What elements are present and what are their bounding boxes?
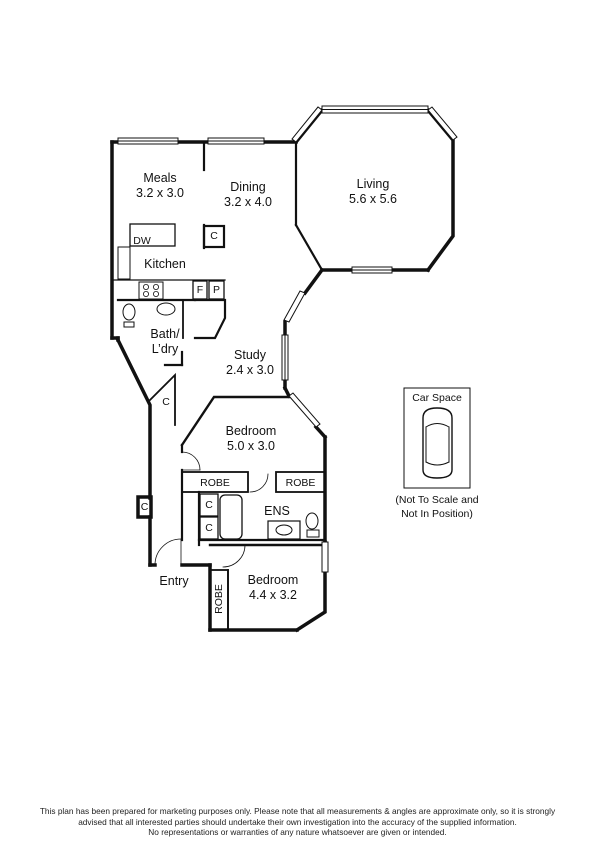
dw-label: DW — [133, 235, 151, 247]
living-size: 5.6 x 5.6 — [349, 192, 397, 206]
dining-label: Dining 3.2 x 4.0 — [208, 180, 288, 210]
disclaimer-line-3: No representations or warranties of any … — [148, 827, 447, 837]
interior-walls — [111, 140, 327, 631]
bedroom2-size: 4.4 x 3.2 — [249, 588, 297, 602]
bedroom1-name: Bedroom — [225, 424, 277, 438]
ens-closet-label-2: C — [205, 522, 213, 534]
hall-closet-label: C — [140, 501, 149, 513]
dining-closet-label: C — [210, 230, 218, 242]
dining-size: 3.2 x 4.0 — [224, 195, 272, 209]
study-size: 2.4 x 3.0 — [226, 363, 274, 377]
car-space — [403, 387, 471, 489]
study-label: Study 2.4 x 3.0 — [210, 348, 290, 378]
pantry-label: P — [212, 284, 220, 296]
bedroom1-size: 5.0 x 3.0 — [227, 439, 275, 453]
meals-label: Meals 3.2 x 3.0 — [120, 171, 200, 201]
disclaimer: This plan has been prepared for marketin… — [10, 806, 585, 838]
bath-name: Bath/ — [150, 327, 180, 341]
living-label: Living 5.6 x 5.6 — [333, 177, 413, 207]
bedroom2-name: Bedroom — [247, 573, 299, 587]
robe-label-1: ROBE — [200, 477, 230, 489]
kitchen-label: Kitchen — [144, 257, 186, 271]
dining-name: Dining — [230, 180, 266, 194]
car-space-note-1: (Not To Scale and — [395, 494, 479, 506]
windows — [117, 105, 458, 573]
study-name: Study — [234, 348, 266, 362]
disclaimer-line-2: advised that all interested parties shou… — [78, 816, 517, 827]
meals-name: Meals — [143, 171, 177, 185]
bedroom2-robe-label: ROBE — [213, 584, 225, 614]
bath-label: Bath/ L’dry — [140, 327, 190, 357]
fridge-label: F — [196, 284, 204, 296]
disclaimer-line-1: This plan has been prepared for marketin… — [39, 806, 556, 816]
robe-label-2: ROBE — [285, 477, 316, 489]
ens-closet-label-1: C — [205, 499, 213, 511]
bedroom1-label: Bedroom 5.0 x 3.0 — [211, 424, 291, 454]
living-name: Living — [356, 177, 390, 191]
bath-name-2: L’dry — [151, 342, 179, 356]
car-space-title: Car Space — [412, 392, 462, 404]
bedroom2-label: Bedroom 4.4 x 3.2 — [233, 573, 313, 603]
meals-size: 3.2 x 3.0 — [136, 186, 184, 200]
ens-label: ENS — [264, 504, 290, 518]
corridor-closet-label: C — [162, 396, 170, 408]
entry-label: Entry — [159, 574, 189, 588]
car-space-note-2: Not In Position) — [401, 508, 473, 520]
